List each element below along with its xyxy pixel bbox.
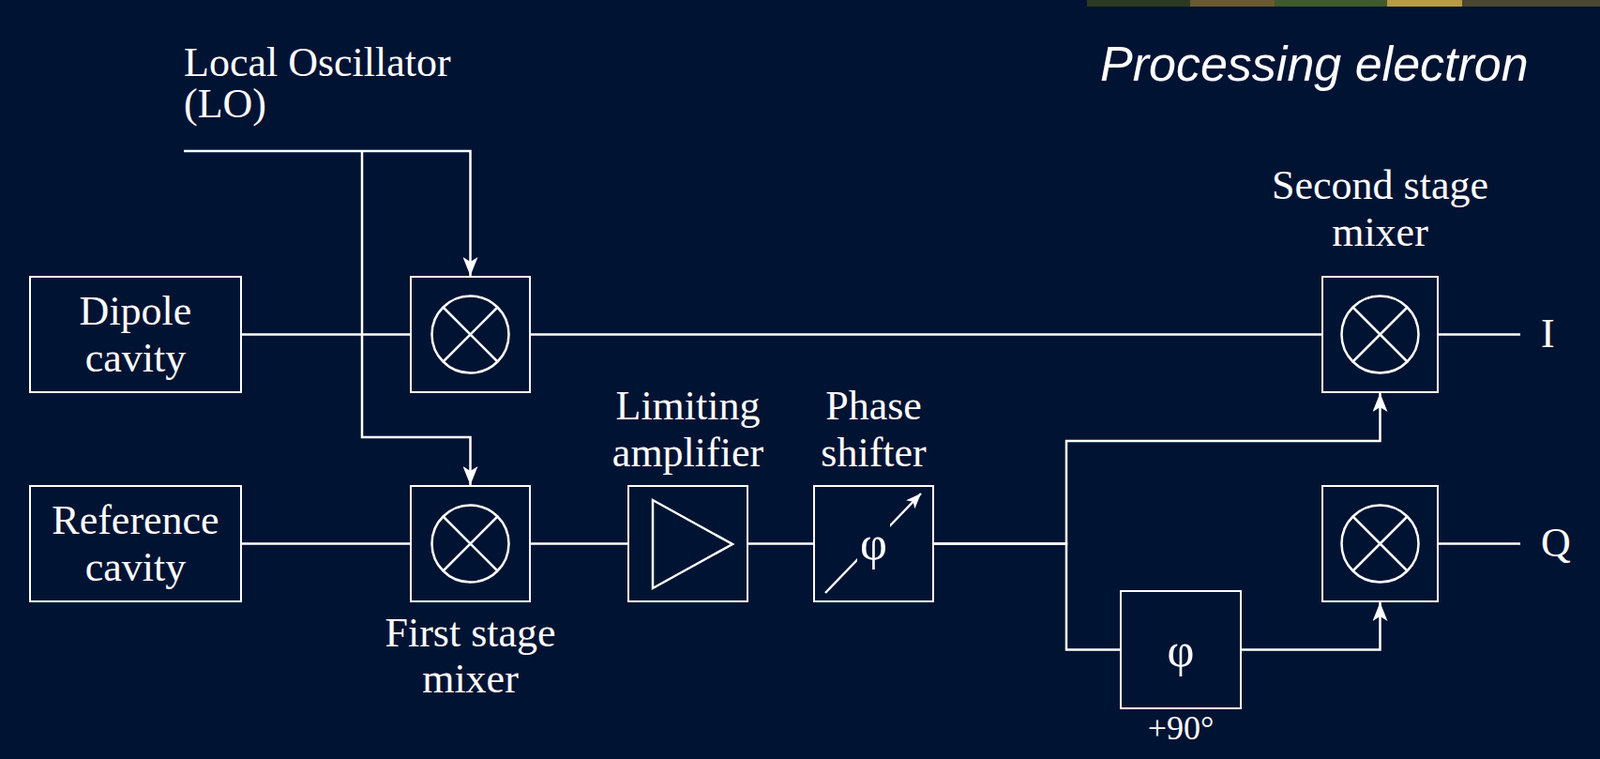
lo-wire: [183, 150, 471, 276]
cavity-box: Reference cavity: [29, 484, 242, 603]
cavity-box: Dipole cavity: [29, 275, 242, 393]
label-holder: Q: [1540, 519, 1588, 566]
phase-symbol: φ: [1167, 623, 1195, 677]
phase-shifter-box: φPhase shifter: [813, 484, 935, 603]
box-caption: Phase shifter: [789, 382, 959, 476]
signal-wire: [241, 542, 410, 545]
box-content: Dipole cavity: [30, 277, 241, 392]
output-name: I: [1540, 310, 1588, 357]
box-label: Reference cavity: [36, 497, 235, 590]
title-holder: Processing electron: [1100, 37, 1529, 91]
phase-box: φ+90°: [1119, 589, 1242, 710]
mixer-box: First stage mixer: [409, 484, 531, 603]
box-content: φ: [815, 486, 933, 601]
mixer-box: [1321, 484, 1439, 603]
mixer-symbol: [432, 505, 510, 583]
photo-piece: [1462, 0, 1600, 7]
mixer-box: [409, 275, 531, 393]
label-holder: Phase shifter: [789, 382, 959, 476]
photo-piece: [1190, 0, 1275, 7]
label-holder: I: [1540, 310, 1588, 357]
signal-wire: [1241, 602, 1381, 650]
mixer-symbol: [1342, 505, 1419, 583]
signal-wire: [934, 543, 1120, 650]
box-caption: First stage mixer: [353, 609, 589, 703]
mixer-circle: [1342, 505, 1419, 583]
mixer-symbol: [1342, 296, 1419, 374]
amplifier-triangle: [652, 499, 733, 589]
mixer-box: Second stage mixer: [1321, 275, 1439, 393]
slide-title: Processing electron: [1100, 37, 1529, 91]
signal-wire: [241, 332, 410, 336]
label-holder: Limiting amplifier: [589, 382, 787, 476]
variable-phase-arrow: [825, 493, 921, 593]
mixer-cross: [1353, 516, 1408, 572]
mixer-symbol: [432, 296, 510, 374]
output-name: Q: [1540, 519, 1588, 566]
mixer-circle: [432, 505, 510, 583]
mixer-circle: [432, 296, 510, 374]
signal-wire: [530, 332, 1322, 336]
output-wire: [1438, 332, 1521, 336]
label-holder: +90°: [1105, 709, 1256, 747]
signal-wire: [748, 542, 814, 545]
amplifier-box: Limiting amplifier: [627, 484, 749, 603]
label-holder: First stage mixer: [353, 609, 589, 703]
phase-symbol: φ: [857, 518, 891, 569]
mixer-cross: [1353, 307, 1408, 363]
photo-piece: [1086, 0, 1191, 7]
box-label: Dipole cavity: [36, 287, 235, 381]
box-caption: Second stage mixer: [1253, 162, 1508, 256]
photo-piece: [1274, 0, 1388, 7]
signal-wire: [530, 542, 628, 545]
signal-name: Local Oscillator (LO): [183, 42, 494, 125]
photo-piece: [1387, 0, 1463, 7]
mixer-cross: [443, 516, 499, 572]
mixer-cross: [443, 307, 499, 363]
box-content: Reference cavity: [30, 486, 241, 601]
signal-wire: [934, 392, 1381, 544]
box-content: φ: [1121, 591, 1240, 708]
label-holder: Local Oscillator (LO): [183, 42, 494, 125]
mixer-circle: [1342, 296, 1419, 374]
box-caption: Limiting amplifier: [589, 382, 787, 476]
label-holder: Second stage mixer: [1253, 162, 1508, 256]
output-wire: [1438, 542, 1521, 545]
photo-strip: [1086, 0, 1600, 7]
box-caption: +90°: [1105, 709, 1256, 747]
